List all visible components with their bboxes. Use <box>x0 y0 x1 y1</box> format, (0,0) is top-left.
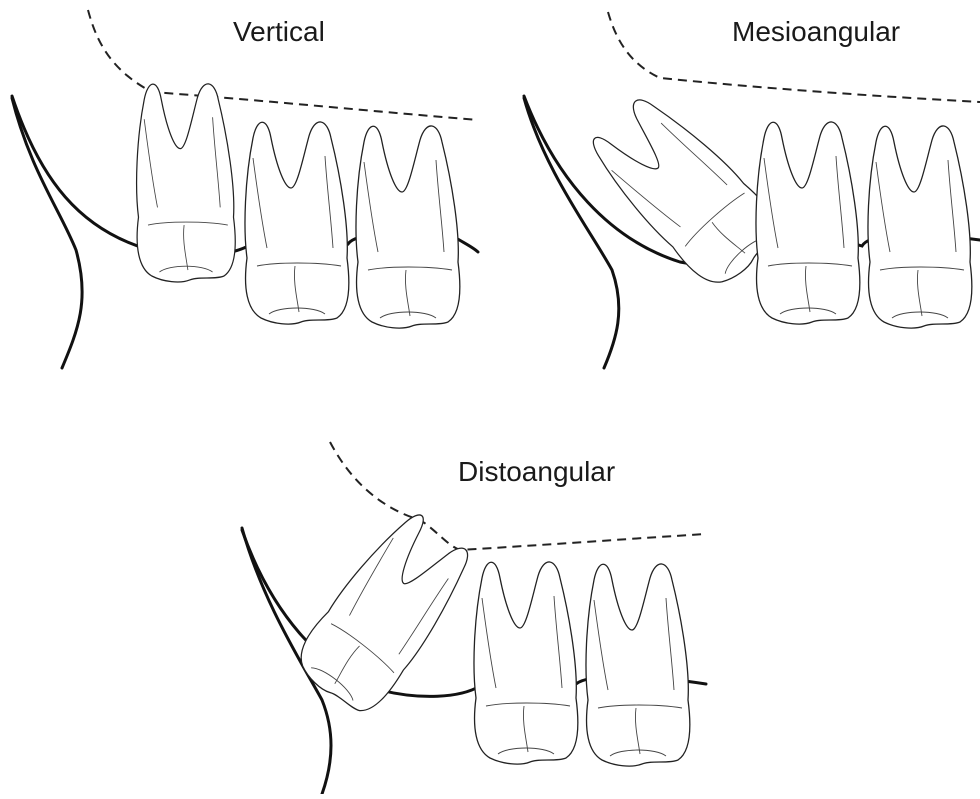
second-molar-mesioangular <box>756 122 860 324</box>
distoangular-panel <box>242 442 706 794</box>
second-molar-distoangular <box>474 562 578 764</box>
cheek-contour-mesioangular <box>524 98 619 368</box>
third-molar-vertical <box>137 84 236 282</box>
cheek-contour-vertical <box>12 98 82 368</box>
distoangular-label: Distoangular <box>458 456 615 488</box>
mesioangular-panel <box>524 12 980 368</box>
vertical-label: Vertical <box>233 16 325 48</box>
mesioangular-label: Mesioangular <box>732 16 900 48</box>
second-molar-vertical <box>245 122 349 324</box>
vertical-panel <box>12 10 478 368</box>
first-molar-distoangular <box>586 564 690 766</box>
first-molar-vertical <box>356 126 460 328</box>
first-molar-mesioangular <box>868 126 972 328</box>
